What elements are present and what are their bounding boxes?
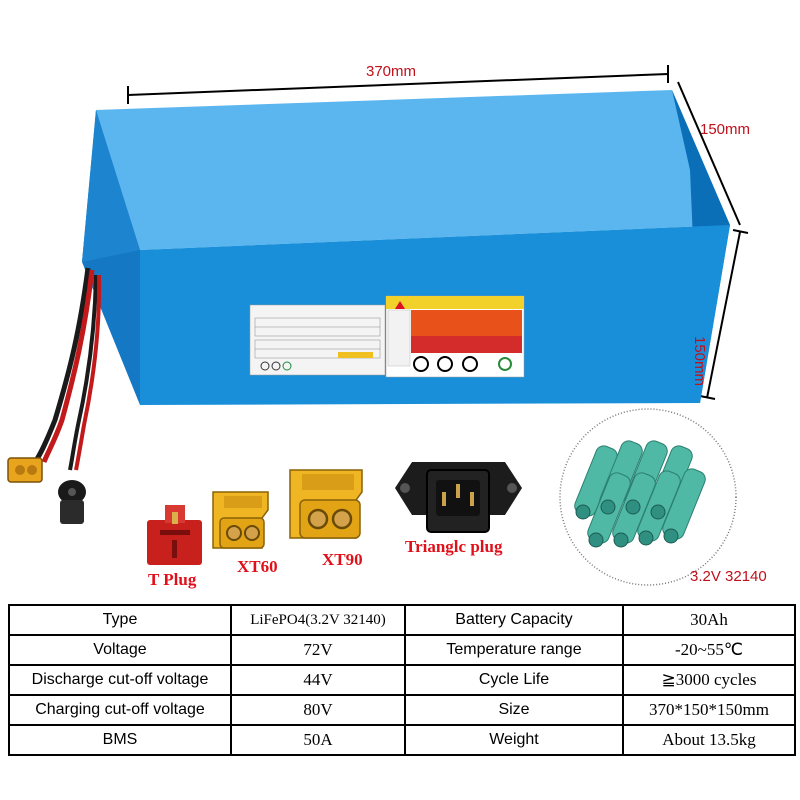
spec-key: Weight [404,724,624,756]
table-row: Discharge cut-off voltage 44V Cycle Life… [8,664,796,696]
cells-icon [559,408,737,586]
table-row: Type LiFePO4(3.2V 32140) Battery Capacit… [8,604,796,636]
spec-value: -20~55℃ [622,634,796,666]
xt60-label: XT60 [237,557,278,576]
spec-value: 72V [230,634,406,666]
xt90-connector-icon [289,469,363,539]
dimension-width-label: 150mm [700,121,751,138]
wire-xt-connector [7,457,43,483]
battery-warning-label [385,295,525,378]
spec-key: Type [8,604,232,636]
dimension-height-label: 150mm [691,336,708,387]
battery-illustration [7,65,749,586]
spec-value: 80V [230,694,406,726]
t-plug-icon [147,505,202,565]
spec-value: 30Ah [622,604,796,636]
iec-plug-label: Trianglc plug [405,537,503,556]
iec-plug-icon [395,462,522,533]
spec-value: 50A [230,724,406,756]
cells-label: 3.2V 32140 [690,568,767,585]
spec-key: Size [404,694,624,726]
spec-value: 44V [230,664,406,696]
spec-key: Temperature range [404,634,624,666]
t-plug-label: T Plug [148,570,197,589]
table-row: Voltage 72V Temperature range -20~55℃ [8,634,796,666]
charge-port-icon [58,480,86,524]
spec-key: Charging cut-off voltage [8,694,232,726]
xt90-label: XT90 [322,550,363,569]
dimension-line-length [127,65,669,104]
table-row: Charging cut-off voltage 80V Size 370*15… [8,694,796,726]
dimension-line-height [699,229,749,400]
spec-table: Type LiFePO4(3.2V 32140) Battery Capacit… [8,604,796,756]
spec-value: ≧3000 cycles [622,664,796,696]
table-row: BMS 50A Weight About 13.5kg [8,724,796,756]
spec-key: Battery Capacity [404,604,624,636]
spec-value: About 13.5kg [622,724,796,756]
spec-value: LiFePO4(3.2V 32140) [230,604,406,636]
spec-key: Discharge cut-off voltage [8,664,232,696]
battery-spec-label [249,304,386,376]
dimension-length-label: 370mm [366,63,417,80]
dimension-line-width [677,81,741,226]
battery-wires [32,267,102,471]
spec-key: Voltage [8,634,232,666]
spec-key: Cycle Life [404,664,624,696]
spec-key: BMS [8,724,232,756]
spec-value: 370*150*150mm [622,694,796,726]
xt60-connector-icon [212,491,269,549]
